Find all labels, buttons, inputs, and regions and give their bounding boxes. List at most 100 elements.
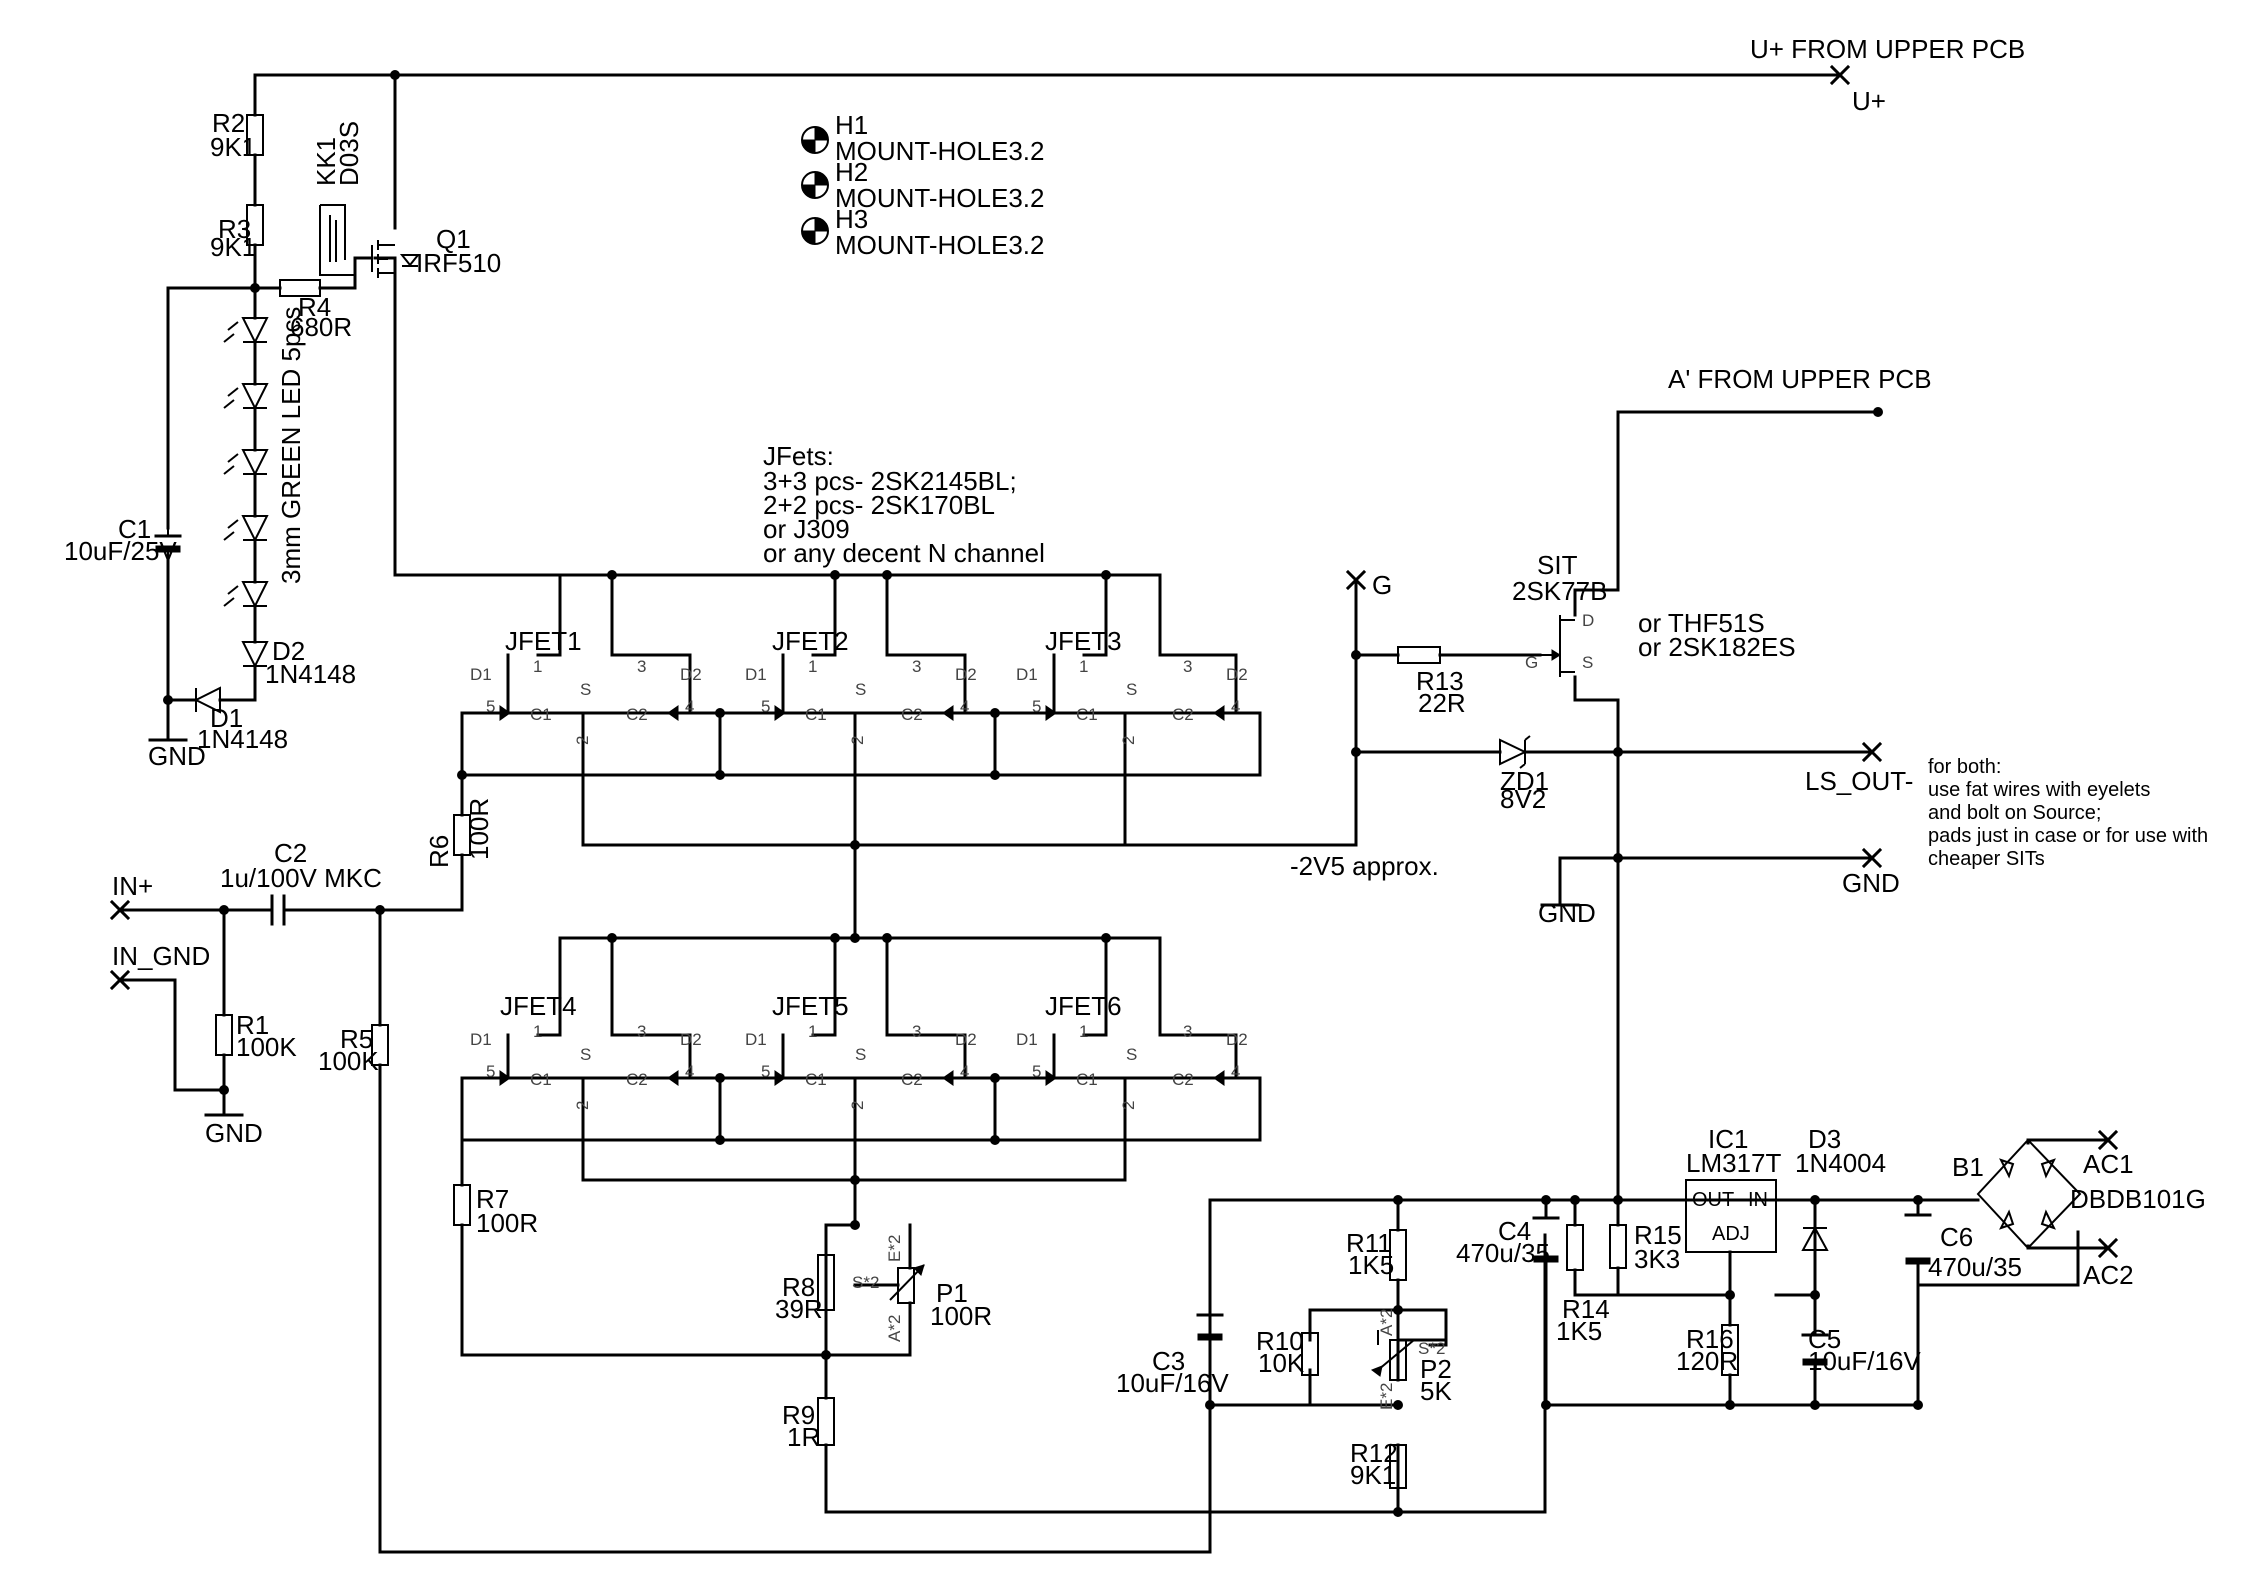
jfet-note-line: or any decent N channel	[763, 538, 1045, 568]
pin-s: S	[1126, 680, 1137, 699]
jfet3-ref: JFET3	[1045, 626, 1122, 656]
pin-2: 2	[848, 1101, 867, 1110]
r14-body	[1566, 1224, 1584, 1271]
r5-body	[371, 1024, 389, 1066]
zd1-ref: ZD1	[1500, 766, 1549, 796]
ic1-pin-adj: ADJ	[1712, 1223, 1750, 1245]
pin-d1: D1	[470, 1030, 492, 1049]
leds-value: 3mm GREEN LED 5pcs	[276, 307, 306, 584]
d3-ref: D3	[1808, 1124, 1841, 1154]
r7-ref: R7	[476, 1184, 509, 1214]
gnd-terminal-right	[1861, 847, 1883, 869]
pin-3: 3	[912, 657, 921, 676]
mount-hole-h2	[801, 171, 829, 199]
pin-c1: C1	[530, 1070, 552, 1089]
p1-pin-s: S*2	[852, 1273, 879, 1292]
c3-value: 10uF/16V	[1116, 1368, 1229, 1398]
c6-ref: C6	[1940, 1222, 1973, 1252]
pin-c1: C1	[805, 1070, 827, 1089]
c4-ref: C4	[1498, 1216, 1531, 1246]
pin-2: 2	[573, 1101, 592, 1110]
r13-body	[1397, 646, 1441, 664]
jfet-pins-5: D1 1 3 D2 S 5 C1 C2 4 2	[745, 1022, 977, 1110]
potentiometer-p2	[1370, 1330, 1415, 1381]
r4-body	[279, 279, 321, 297]
ic1-body	[1685, 1179, 1777, 1253]
resistors	[215, 114, 1739, 1489]
p1-pin-a: A*2	[885, 1315, 904, 1342]
q1-ref: Q1	[436, 224, 471, 254]
label-u-plus-from: U+ FROM UPPER PCB	[1750, 34, 2025, 64]
pin-s: S	[855, 1045, 866, 1064]
p2-pin-e: E*2	[1377, 1383, 1396, 1410]
r5-ref: R5	[340, 1024, 373, 1054]
pin-5: 5	[1032, 1062, 1041, 1081]
d1-ref: D1	[210, 703, 243, 733]
r12-body	[1389, 1444, 1407, 1489]
hole-h2-ref: H2	[835, 157, 868, 187]
r14-ref: R14	[1562, 1294, 1610, 1324]
pin-s: S	[855, 680, 866, 699]
jfet-note-line: JFets:	[763, 441, 834, 471]
pin-s: S	[1126, 1045, 1137, 1064]
pin-d2: D2	[955, 1030, 977, 1049]
pin-3: 3	[1183, 657, 1192, 676]
c4-value: 470u/35	[1456, 1238, 1550, 1268]
r15-ref: R15	[1634, 1220, 1682, 1250]
pin-4: 4	[960, 1062, 969, 1081]
c3-ref: C3	[1152, 1346, 1185, 1376]
hole-h1-value: MOUNT-HOLE3.2	[835, 136, 1045, 166]
pin-5: 5	[1032, 697, 1041, 716]
p2-ref: P2	[1420, 1354, 1452, 1384]
pin-5: 5	[761, 1062, 770, 1081]
p1-ref: P1	[936, 1278, 968, 1308]
r13-ref: R13	[1416, 666, 1464, 696]
pin-d2: D2	[1226, 1030, 1248, 1049]
led-3	[223, 449, 269, 477]
jfet-arrows	[499, 705, 1225, 1086]
ic1-value: LM317T	[1686, 1148, 1781, 1178]
pin-2: 2	[848, 736, 867, 745]
junctions	[163, 70, 1923, 1517]
d2-symbol	[241, 641, 269, 669]
led-1	[223, 317, 269, 345]
d1-value: 1N4148	[197, 724, 288, 754]
jfet-pins-4: D1 1 3 D2 S 5 C1 C2 4 2	[470, 1022, 702, 1110]
label-gnd-right: GND	[1842, 868, 1900, 898]
r2-value: 9K1	[210, 132, 256, 162]
pin-1: 1	[1079, 657, 1088, 676]
r11-ref: R11	[1346, 1228, 1392, 1258]
pin-d2: D2	[680, 1030, 702, 1049]
potentiometer-p1	[889, 1264, 925, 1304]
jfet5-ref: JFET5	[772, 991, 849, 1021]
c1-ref: C1	[118, 514, 151, 544]
label-gnd-r1: GND	[205, 1118, 263, 1148]
r7-body	[453, 1184, 471, 1226]
r6-body	[453, 814, 471, 856]
pin-d2: D2	[1226, 665, 1248, 684]
c1-value: 10uF/25V	[64, 536, 177, 566]
pin-1: 1	[808, 657, 817, 676]
pin-3: 3	[637, 657, 646, 676]
r15-value: 3K3	[1634, 1244, 1680, 1274]
ic1-pin-in: IN	[1748, 1189, 1768, 1211]
r6-value: 100R	[464, 798, 494, 860]
c2-symbol	[270, 894, 286, 926]
label-a-from: A' FROM UPPER PCB	[1668, 364, 1932, 394]
u-plus-terminal	[1829, 64, 1851, 86]
c2-ref: C2	[274, 838, 307, 868]
pin-1: 1	[533, 657, 542, 676]
jfet-pins-6: D1 1 3 D2 S 5 C1 C2 4 2	[1016, 1022, 1248, 1110]
d3-value: 1N4004	[1795, 1148, 1886, 1178]
q1-symbol	[371, 240, 421, 278]
pin-c1: C1	[1076, 1070, 1098, 1089]
pin-d1: D1	[470, 665, 492, 684]
pin-5: 5	[486, 1062, 495, 1081]
pin-c2: C2	[901, 1070, 923, 1089]
label-v-approx: -2V5 approx.	[1290, 851, 1439, 881]
label-ac1: AC1	[2083, 1149, 2134, 1179]
mount-hole-h3	[801, 217, 829, 245]
label-in-plus: IN+	[112, 871, 153, 901]
r9-value: 1R	[787, 1422, 820, 1452]
g-terminal	[1345, 569, 1367, 591]
